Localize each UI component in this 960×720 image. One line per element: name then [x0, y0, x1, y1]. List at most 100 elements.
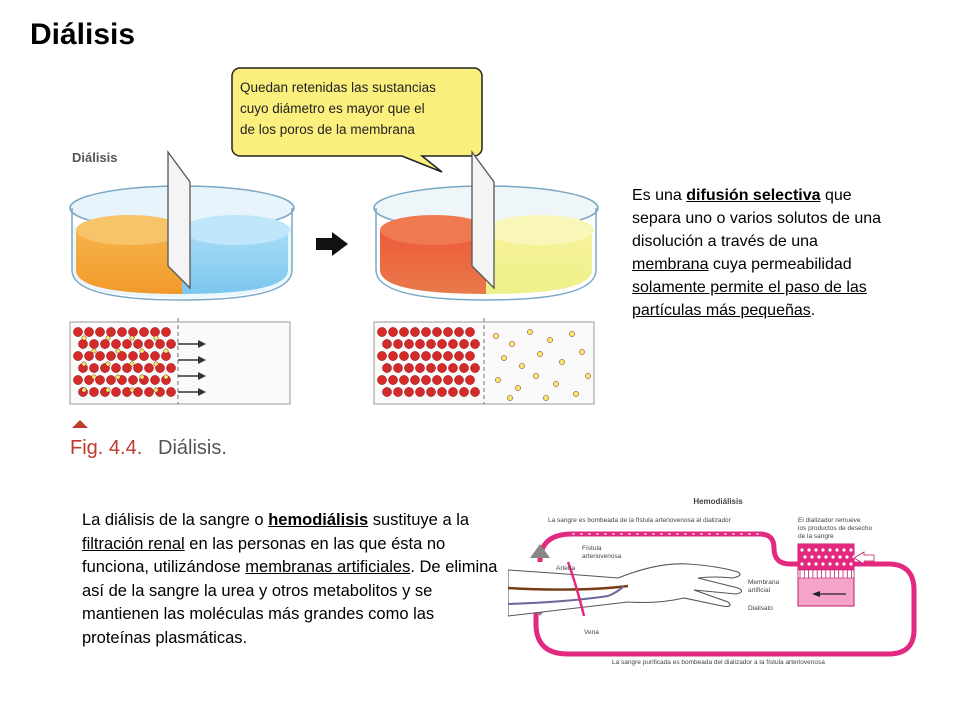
- red-particle: [465, 375, 475, 385]
- red-particle: [421, 375, 431, 385]
- text-run: La diálisis de la sangre o: [82, 511, 269, 529]
- red-particle: [100, 339, 110, 349]
- red-particle: [382, 387, 392, 397]
- yellow-particle: [153, 335, 159, 341]
- red-particle: [459, 387, 469, 397]
- keyword-membrana: membrana: [632, 256, 709, 273]
- text-run: .: [810, 302, 816, 319]
- blood-particle: [821, 548, 825, 552]
- dish-right: [373, 150, 599, 301]
- red-particle: [150, 375, 160, 385]
- red-particle: [95, 351, 105, 361]
- red-particle: [166, 339, 176, 349]
- keyword-filtracion-renal: filtración renal: [82, 534, 185, 553]
- red-particle: [415, 387, 425, 397]
- text-run: que separa uno o varios solutos de una d…: [632, 187, 882, 250]
- dializador-label-1: El dializador remueve: [798, 517, 861, 524]
- particles-after: [373, 318, 595, 405]
- red-particle: [73, 351, 83, 361]
- red-particle: [465, 351, 475, 361]
- red-particle: [128, 351, 138, 361]
- blood-particle: [828, 548, 832, 552]
- yellow-particle: [547, 337, 553, 343]
- blood-particle: [845, 555, 849, 559]
- yellow-particle: [495, 377, 501, 383]
- blood-particle: [810, 555, 814, 559]
- red-particle: [377, 327, 387, 337]
- blood-particle: [838, 555, 842, 559]
- red-particle: [399, 375, 409, 385]
- red-particle: [454, 327, 464, 337]
- red-particle: [133, 339, 143, 349]
- blood-particle: [831, 555, 835, 559]
- dialyzer: [797, 543, 875, 607]
- red-particle: [421, 351, 431, 361]
- red-particle: [95, 327, 105, 337]
- blood-particle: [842, 548, 846, 552]
- yellow-particle: [515, 385, 521, 391]
- red-particle: [150, 327, 160, 337]
- yellow-particle: [129, 361, 135, 367]
- blood-particle: [835, 562, 839, 566]
- red-particle: [89, 339, 99, 349]
- bubble-line-2: cuyo diámetro es mayor que el: [240, 101, 425, 116]
- red-particle: [95, 375, 105, 385]
- red-particle: [128, 327, 138, 337]
- yellow-particle: [585, 373, 591, 379]
- blood-particle: [817, 555, 821, 559]
- page-title: Diálisis: [30, 18, 136, 51]
- blood-particle: [835, 548, 839, 552]
- yellow-particle: [533, 373, 539, 379]
- red-particle: [155, 339, 165, 349]
- yellow-particle: [105, 361, 111, 367]
- vena-label: Vena: [584, 629, 599, 636]
- red-particle: [73, 375, 83, 385]
- yellow-particle: [105, 335, 111, 341]
- red-particle: [404, 363, 414, 373]
- fistula-label-1: Fístula: [582, 545, 602, 552]
- yellow-particle: [91, 348, 97, 354]
- red-particle: [443, 375, 453, 385]
- yellow-particle: [537, 351, 543, 357]
- red-particle: [448, 339, 458, 349]
- red-particle: [166, 387, 176, 397]
- keyword-difusion-selectiva: difusión selectiva: [686, 187, 821, 204]
- red-particle: [133, 387, 143, 397]
- red-particle: [393, 387, 403, 397]
- bubble-line-1: Quedan retenidas las sustancias: [240, 80, 436, 95]
- red-particle: [465, 327, 475, 337]
- dializador-label-2: los productos de desecho: [798, 525, 872, 532]
- blood-particle: [828, 562, 832, 566]
- arrow-right-icon: [316, 232, 348, 256]
- red-particle: [432, 327, 442, 337]
- red-particle: [448, 363, 458, 373]
- red-particle: [437, 363, 447, 373]
- red-particle: [111, 339, 121, 349]
- yellow-particle: [81, 361, 87, 367]
- yellow-particle: [507, 395, 513, 401]
- yellow-particle: [115, 374, 121, 380]
- red-particle: [133, 363, 143, 373]
- blood-particle: [807, 548, 811, 552]
- text-run: en las personas en las que ésta no funci…: [82, 534, 446, 577]
- red-particle: [437, 387, 447, 397]
- red-particle: [89, 387, 99, 397]
- dialysis-figure: Quedan retenidas las sustancias cuyo diá…: [69, 67, 599, 459]
- yellow-particle: [115, 348, 121, 354]
- red-particle: [84, 375, 94, 385]
- yellow-particle: [543, 395, 549, 401]
- yellow-particle: [81, 335, 87, 341]
- yellow-particle: [139, 348, 145, 354]
- blood-particle: [849, 562, 853, 566]
- yellow-particle: [569, 331, 575, 337]
- yellow-particle: [501, 355, 507, 361]
- yellow-particle: [129, 335, 135, 341]
- red-particle: [144, 363, 154, 373]
- hemo-bottom-label: La sangre purificada es bombeada del dia…: [612, 659, 825, 666]
- panel-label: Diálisis: [72, 150, 118, 165]
- red-particle: [443, 351, 453, 361]
- red-particle: [443, 327, 453, 337]
- red-particle: [393, 339, 403, 349]
- yellow-particle: [527, 329, 533, 335]
- red-particle: [122, 339, 132, 349]
